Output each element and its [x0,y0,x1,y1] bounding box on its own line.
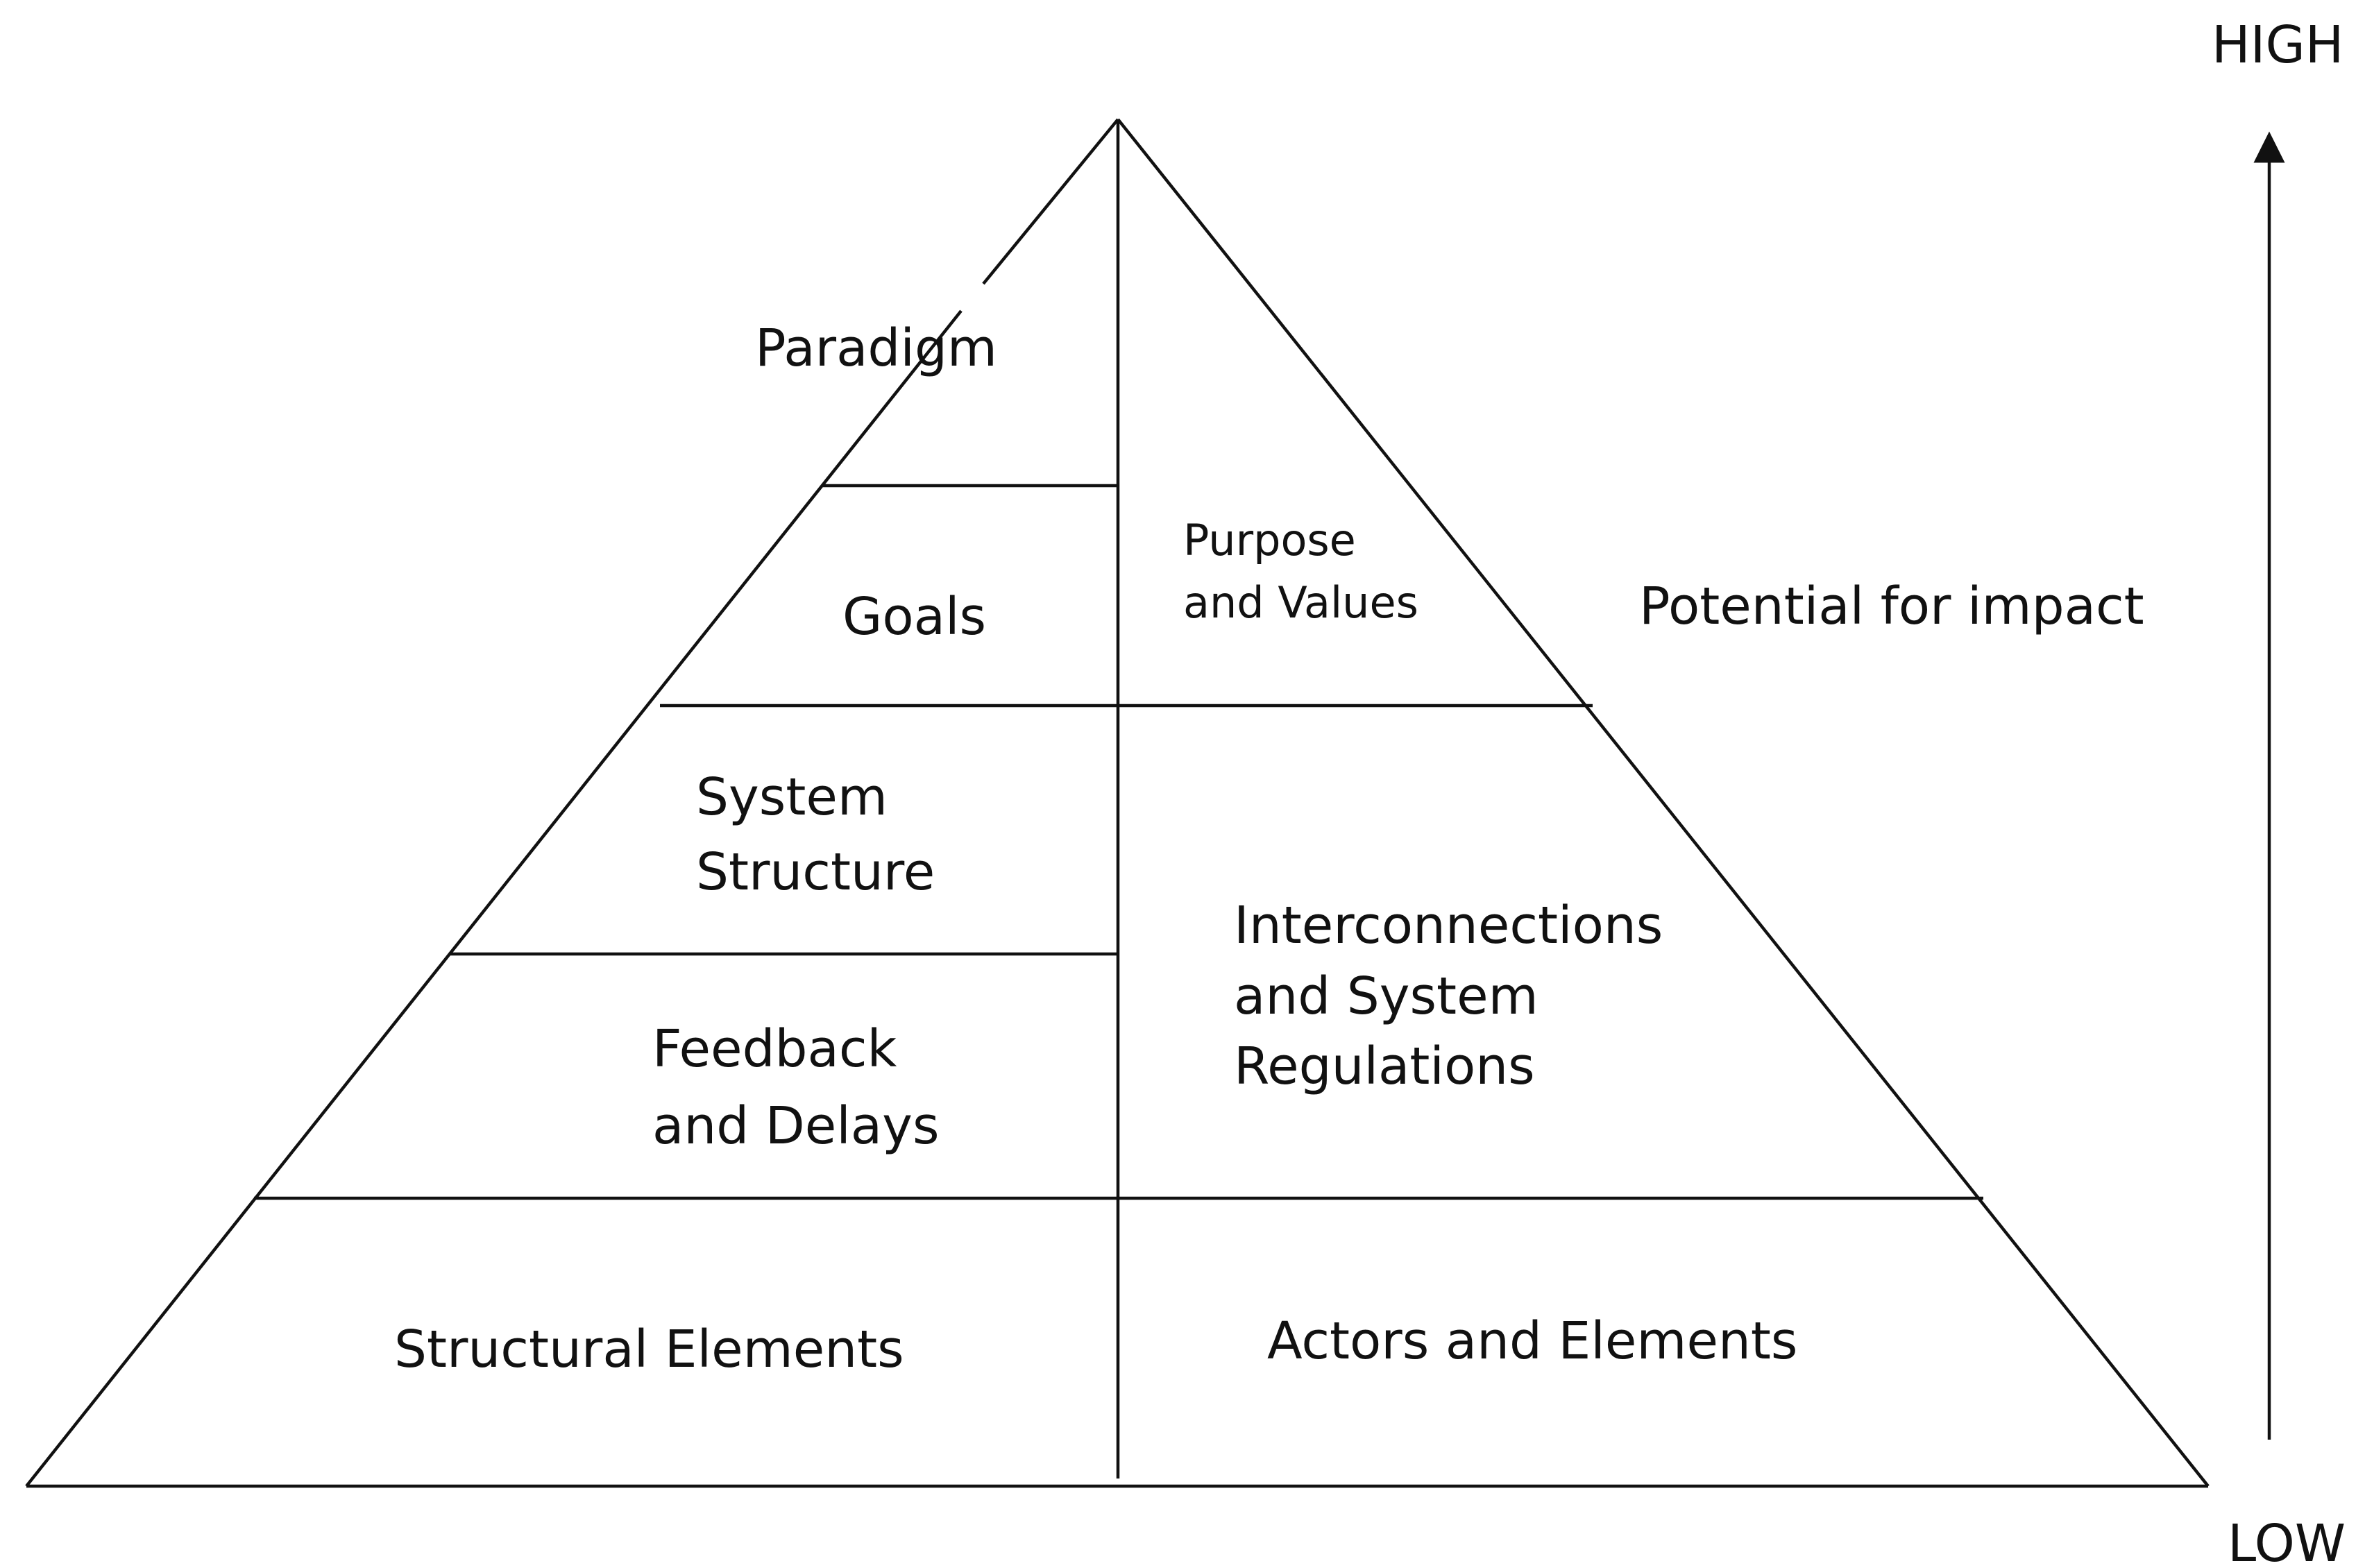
right-side-labels: Purpose and Values Interconnections and … [1183,515,1797,1371]
level-dividers [254,484,1983,1200]
label-purpose-line1: Purpose [1183,515,1356,565]
axis-label-high: HIGH [2212,15,2343,75]
label-feedback-line2: and Delays [652,1096,940,1156]
label-interconnections-line3: Regulations [1234,1037,1535,1096]
left-side-labels: Paradigm Goals System Structure Feedback… [394,318,997,1379]
label-structural-elements: Structural Elements [394,1320,904,1379]
pyramid-right-edge [1117,118,2210,1488]
pyramid-outline [25,118,2210,1488]
label-purpose-line2: and Values [1183,577,1418,628]
label-actors-elements: Actors and Elements [1267,1311,1797,1371]
axis-title: Potential for impact [1639,577,2144,636]
label-goals: Goals [842,587,986,647]
axis-label-low: LOW [2228,1514,2346,1568]
impact-axis: HIGH LOW Potential for impact [1639,15,2346,1568]
pyramid-left-edge-lower [25,309,963,1488]
pyramid-left-edge-upper [982,118,1119,285]
label-interconnections-line2: and System [1234,966,1538,1026]
label-interconnections-line1: Interconnections [1234,896,1663,955]
label-paradigm: Paradigm [755,318,997,378]
label-system-structure-line2: Structure [696,842,935,902]
label-system-structure-line1: System [696,767,888,827]
label-feedback-line1: Feedback [652,1019,897,1079]
